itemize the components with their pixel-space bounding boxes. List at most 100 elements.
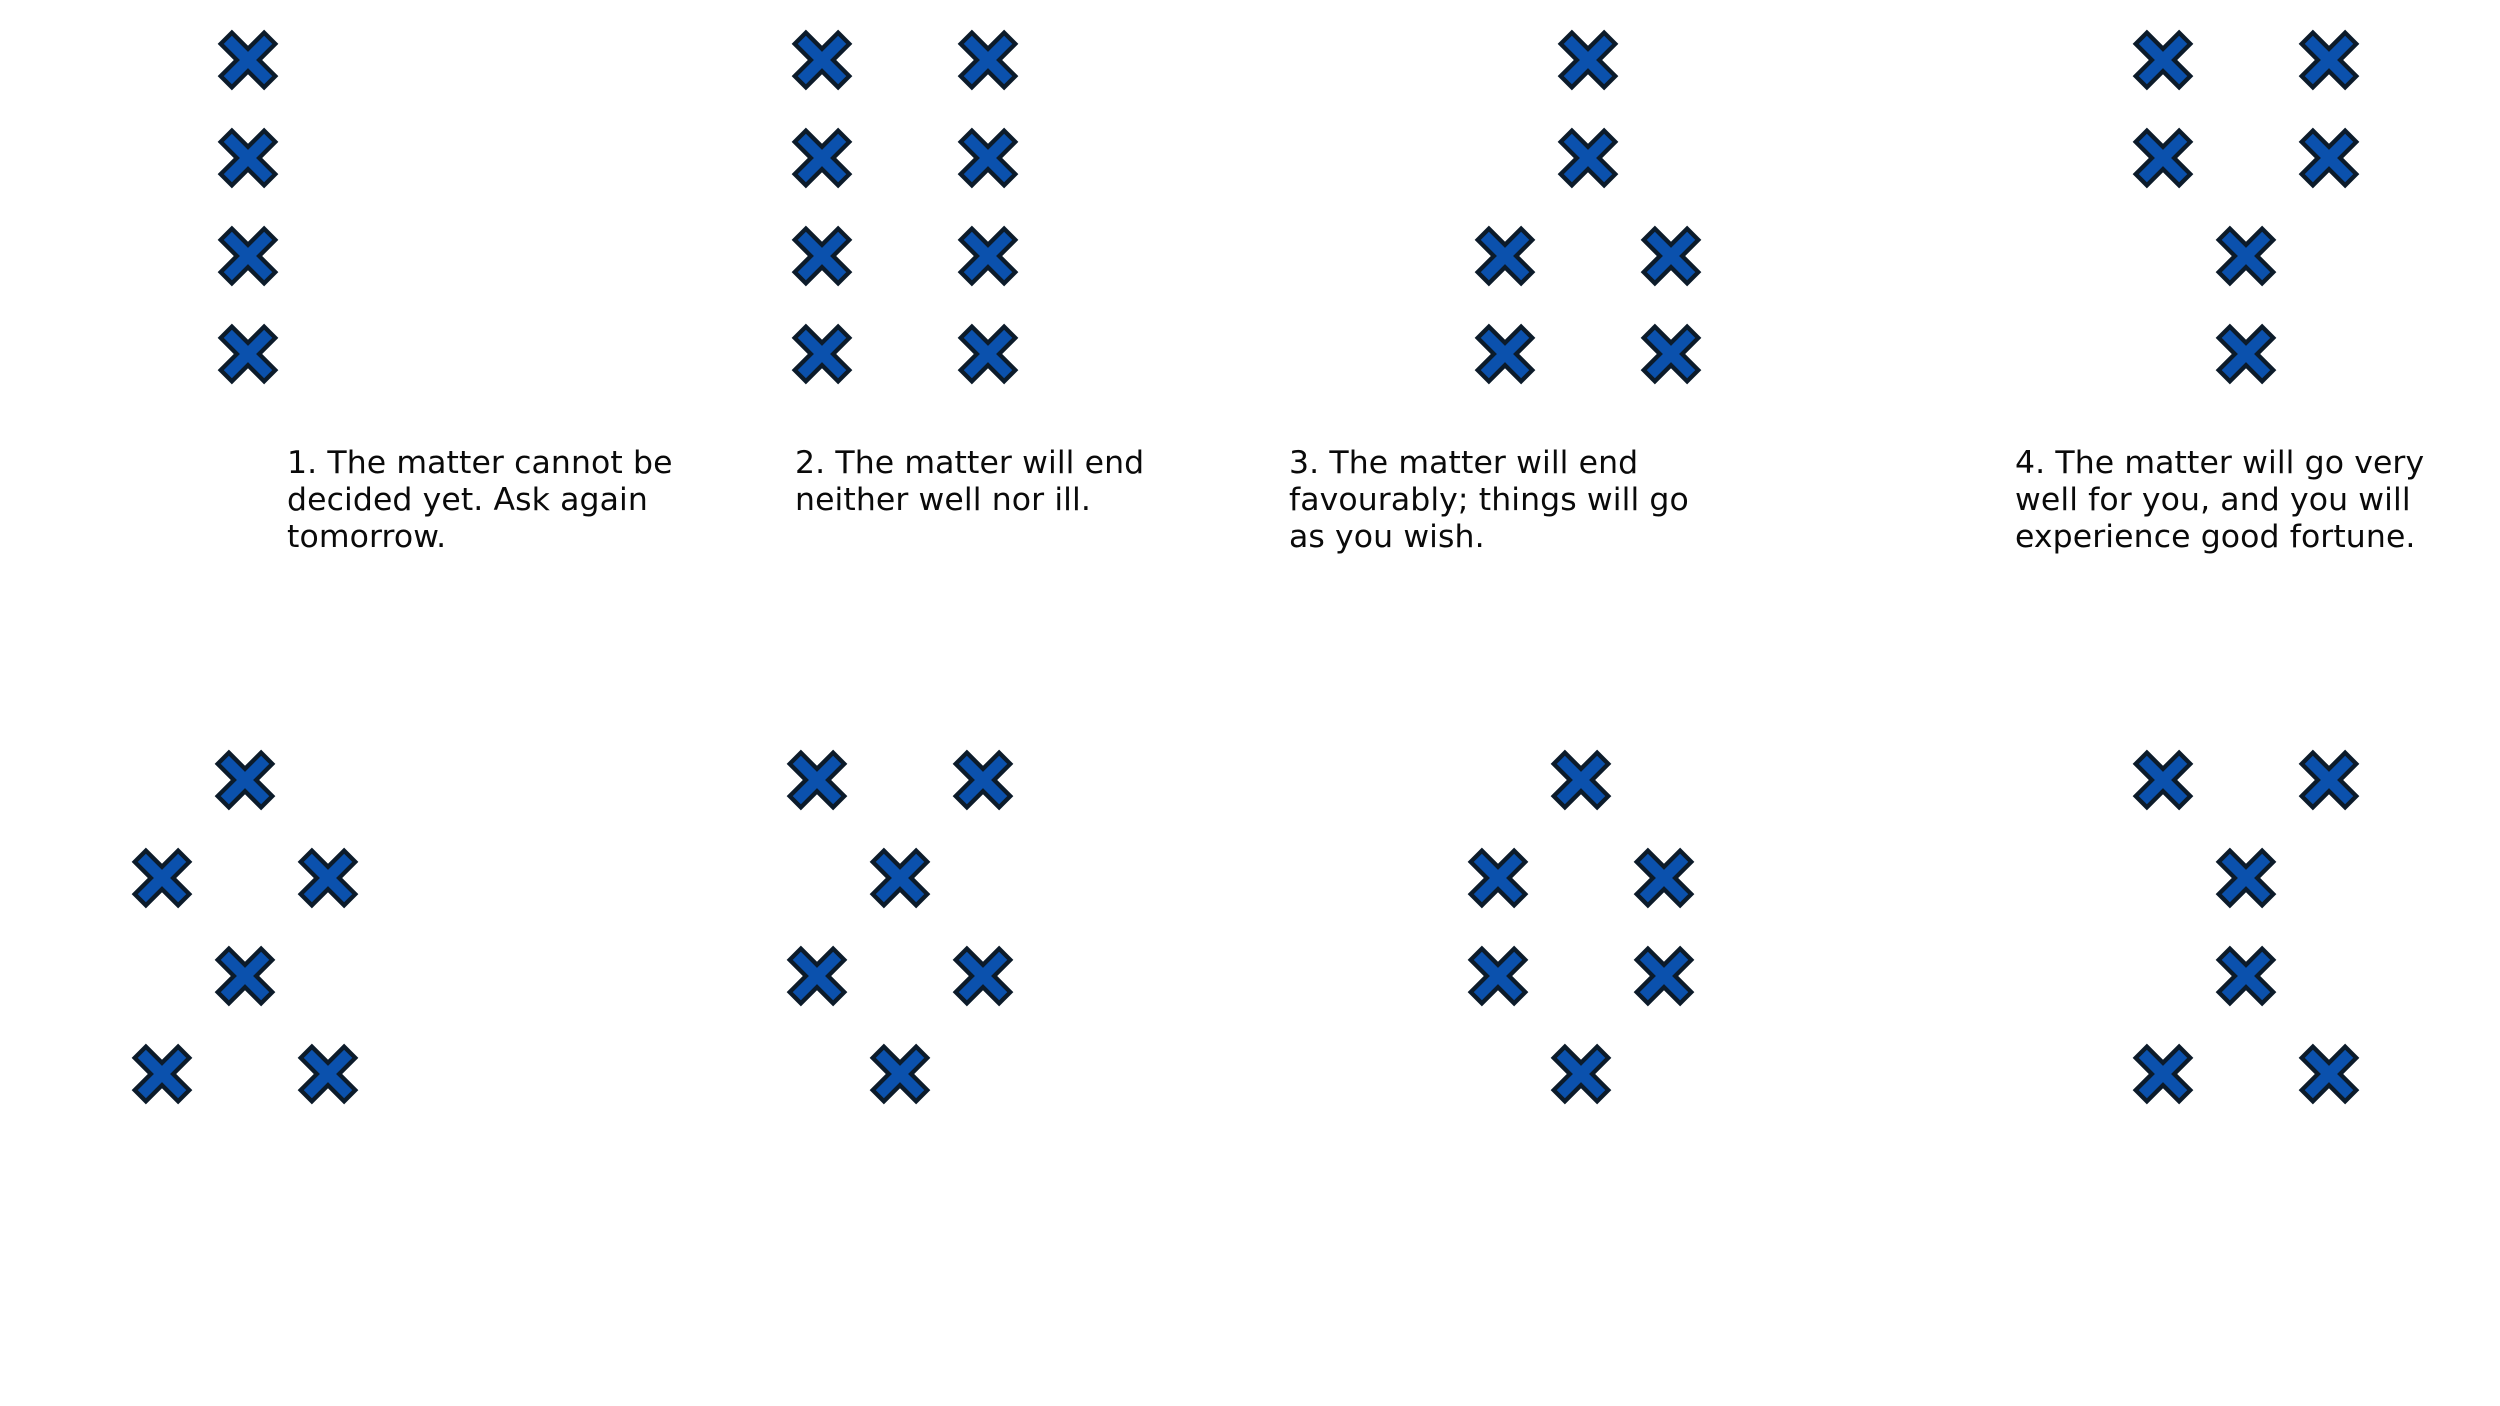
figure-caption-1: 1. The matter cannot be decided yet. Ask… [287, 445, 673, 555]
x-cross-icon [1557, 29, 1619, 91]
x-cross-icon [2215, 945, 2277, 1007]
figure-mark-row [0, 218, 560, 294]
x-cross-icon [952, 749, 1014, 811]
figure-diagram-7 [1250, 720, 1875, 1120]
x-cross-icon [791, 225, 853, 287]
x-cross-icon [952, 945, 1014, 1007]
figure-mark-row [1268, 1036, 1893, 1112]
figure-mark-row [587, 840, 1212, 916]
x-cross-icon [2132, 1043, 2194, 1105]
x-cross-icon [1467, 847, 1529, 909]
figure-marks-6 [587, 720, 1212, 1120]
figure-mark-row [1933, 938, 2500, 1014]
figure-diagram-3 [1250, 0, 1875, 430]
x-cross-icon [217, 323, 279, 385]
figure-mark-row [587, 742, 1212, 818]
figure-panel-3[interactable]: 3. The matter will end favourably; thing… [1250, 0, 1875, 720]
figure-mark-row [1268, 840, 1893, 916]
x-cross-icon [217, 29, 279, 91]
figure-panel-8[interactable]: 8. The answer is neither bad nor good. A… [1875, 720, 2500, 1406]
figure-marks-3 [1275, 0, 1900, 430]
x-cross-icon [786, 749, 848, 811]
figure-diagram-2 [625, 0, 1250, 430]
figure-marks-8 [1933, 720, 2500, 1120]
x-cross-icon [1640, 323, 1702, 385]
x-cross-icon [957, 323, 1019, 385]
figure-caption-3: 3. The matter will end favourably; thing… [1289, 445, 1689, 555]
x-cross-icon [2132, 127, 2194, 189]
figure-mark-row [1933, 218, 2500, 294]
x-cross-icon [957, 225, 1019, 287]
x-cross-icon [2298, 29, 2360, 91]
x-cross-icon [1550, 1043, 1612, 1105]
figure-mark-row [1933, 1036, 2500, 1112]
x-cross-icon [957, 127, 1019, 189]
x-cross-icon [131, 1043, 193, 1105]
figure-mark-row [0, 22, 560, 98]
figure-panel-4[interactable]: 4. The matter will go very well for you,… [1875, 0, 2500, 720]
figure-mark-row [1275, 22, 1900, 98]
x-cross-icon [2298, 127, 2360, 189]
figure-caption-2: 2. The matter will end neither well nor … [795, 445, 1145, 518]
figure-mark-row [592, 22, 1217, 98]
figure-panel-5[interactable]: 5. The answer to your question is favour… [0, 720, 625, 1406]
figure-mark-row [592, 316, 1217, 392]
x-cross-icon [1474, 323, 1536, 385]
figure-mark-row [1933, 22, 2500, 98]
x-cross-icon [1633, 847, 1695, 909]
figure-marks-5 [0, 720, 557, 1120]
figure-marks-4 [1933, 0, 2500, 430]
x-cross-icon [869, 847, 931, 909]
figure-mark-row [1933, 742, 2500, 818]
figure-diagram-6 [625, 720, 1250, 1120]
figure-mark-row [0, 316, 560, 392]
x-cross-icon [957, 29, 1019, 91]
figure-mark-row [0, 840, 557, 916]
x-cross-icon [869, 1043, 931, 1105]
figure-mark-row [0, 742, 557, 818]
x-cross-icon [214, 945, 276, 1007]
figure-mark-row [1275, 120, 1900, 196]
x-cross-icon [791, 323, 853, 385]
x-cross-icon [1467, 945, 1529, 1007]
figure-diagram-5 [0, 720, 625, 1120]
figure-mark-row [1268, 938, 1893, 1014]
figure-diagram-8 [1875, 720, 2500, 1120]
figure-diagram-1 [0, 0, 625, 430]
figure-panel-1[interactable]: 1. The matter cannot be decided yet. Ask… [0, 0, 672, 720]
figure-marks-7 [1268, 720, 1893, 1120]
figure-mark-row [592, 218, 1217, 294]
figure-marks-2 [592, 0, 1217, 430]
x-cross-icon [131, 847, 193, 909]
x-cross-icon [791, 29, 853, 91]
x-cross-icon [2298, 749, 2360, 811]
x-cross-icon [786, 945, 848, 1007]
x-cross-icon [2215, 323, 2277, 385]
figure-mark-row [1268, 742, 1893, 818]
x-cross-icon [1550, 749, 1612, 811]
figure-mark-row [1275, 316, 1900, 392]
figure-mark-row [587, 938, 1212, 1014]
x-cross-icon [1633, 945, 1695, 1007]
x-cross-icon [1640, 225, 1702, 287]
figure-panel-7[interactable]: 7. The answer is unfavourable. [1250, 720, 1875, 1406]
x-cross-icon [2298, 1043, 2360, 1105]
figure-panel-6[interactable]: 6. A favourable answer is indicated, par… [625, 720, 1250, 1406]
x-cross-icon [214, 749, 276, 811]
figure-mark-row [1933, 120, 2500, 196]
x-cross-icon [217, 127, 279, 189]
figure-diagram-4 [1875, 0, 2500, 430]
figure-mark-row [0, 1036, 557, 1112]
figure-mark-row [0, 938, 557, 1014]
figure-mark-row [587, 1036, 1212, 1112]
figure-marks-1 [0, 0, 560, 430]
x-cross-icon [217, 225, 279, 287]
figure-mark-row [1275, 218, 1900, 294]
figure-mark-row [592, 120, 1217, 196]
x-cross-icon [2215, 847, 2277, 909]
x-cross-icon [1474, 225, 1536, 287]
figure-panel-2[interactable]: 2. The matter will end neither well nor … [625, 0, 1250, 720]
x-cross-icon [297, 847, 359, 909]
